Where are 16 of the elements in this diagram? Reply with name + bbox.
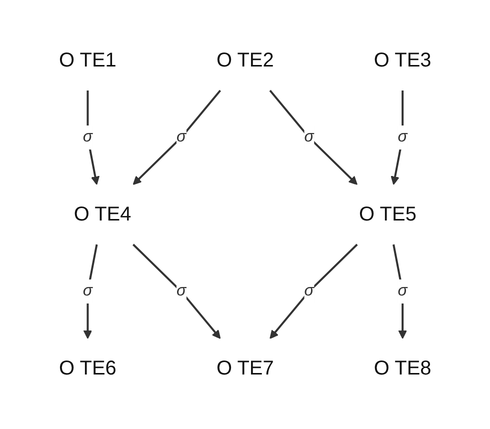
node-text: O TE7 [216,358,274,380]
arrow [269,90,358,185]
arrow [390,90,404,185]
arrow [132,244,220,339]
arrow [83,244,98,339]
node-text: O TE1 [58,50,116,72]
arrow [392,244,407,339]
node-text: O TE6 [58,358,116,380]
node-text: O TE4 [74,204,132,226]
arrow [132,90,221,185]
arrow [86,90,100,185]
node-text: O TE8 [374,358,432,380]
node-text: O TE3 [374,50,432,72]
node-text: O TE5 [358,204,416,226]
arrow [270,244,358,339]
node-text: O TE2 [216,50,274,72]
